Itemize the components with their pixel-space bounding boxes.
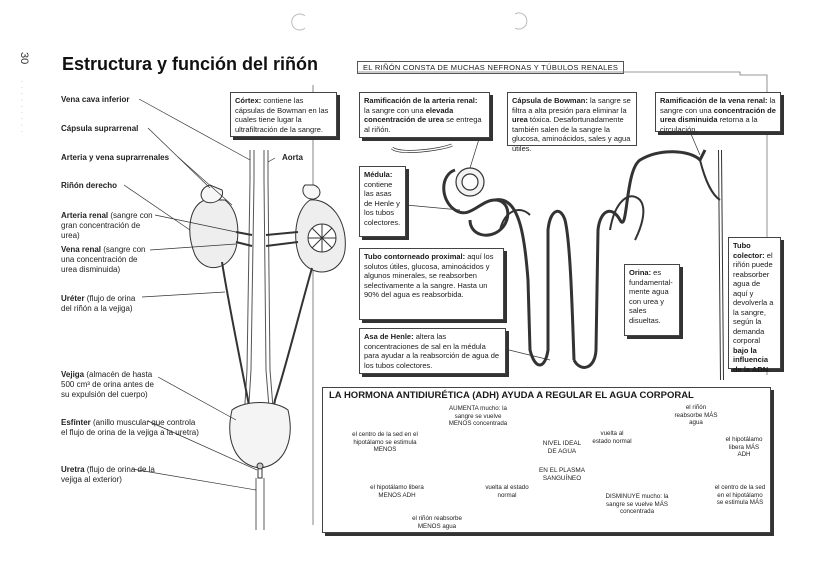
- label-ureter: Uréter (flujo de orina del riñón a la ve…: [61, 294, 136, 313]
- organs-drawing: [189, 150, 346, 530]
- label-vejiga: Vejiga (almacén de hasta 500 cm³ de orin…: [61, 370, 154, 399]
- box-capsula-bowman: Cápsula de Bowman: la sangre se filtra a…: [507, 92, 637, 153]
- leader-lines: [123, 98, 276, 491]
- cycle-right-step-2: el riñón reabsorbe MÁS agua: [674, 404, 718, 426]
- box-cortex: Córtex: contiene las cápsulas de Bowman …: [230, 92, 337, 137]
- label-uretra: Uretra (flujo de orina de la vejiga al e…: [61, 465, 155, 484]
- cycle-left-step-5: vuelta al estado normal: [485, 484, 529, 499]
- cycle-left-step-2: el centro de la sed en el hipotálamo se …: [352, 431, 418, 453]
- label-vena-cava: Vena cava inferior: [61, 95, 130, 104]
- label-aorta: Aorta: [282, 153, 303, 162]
- nephron-tubules: [391, 143, 724, 381]
- box-arteria-ramificacion: Ramificación de la arteria renal: la san…: [359, 92, 490, 138]
- adh-title: LA HORMONA ANTIDIURÉTICA (ADH) AYUDA A R…: [329, 390, 694, 401]
- box-medula: Médula: contiene las asas de Henle y los…: [359, 166, 406, 237]
- box-tubo-colector: Tubo colector: el riñón puede reabsorber…: [728, 237, 781, 374]
- cycle-left-step-3: el hipotálamo libera MENOS ADH: [370, 484, 424, 499]
- nephron-header-band: EL RIÑÓN CONSTA DE MUCHAS NEFRONAS Y TÚB…: [357, 61, 625, 74]
- cycle-right-step-3: el hipotálamo libera MÁS ADH: [725, 436, 763, 458]
- water-level-bottom-label: EN EL PLASMA SANGUÍNEO: [539, 467, 585, 482]
- adh-panel: [322, 387, 771, 533]
- box-orina: Orina: es fundamental- mente agua con ur…: [624, 264, 680, 336]
- label-rinon-derecho: Riñón derecho: [61, 181, 118, 190]
- box-vena-ramificacion: Ramificación de la vena renal: la sangre…: [655, 92, 781, 134]
- page-title: Estructura y función del riñón: [62, 54, 319, 74]
- cycle-right-step-1: vuelta al estado normal: [592, 430, 632, 445]
- binder-hole-left: [291, 13, 306, 31]
- cycle-left-step-1: AUMENTA mucho: la sangre se vuelve MENOS…: [448, 405, 508, 427]
- box-tubo-proximal: Tubo contorneado proximal: aquí los solu…: [359, 248, 504, 320]
- label-vena-renal: Vena renal (sangre con una concentración…: [61, 245, 146, 274]
- binder-hole-right: [514, 12, 528, 30]
- cycle-right-step-4: el centro de la sed en el hipotálamo se …: [714, 484, 766, 506]
- water-level-top-label: NIVEL IDEAL DE AGUA: [542, 440, 582, 455]
- label-capsula-suprarrenal: Cápsula suprarrenal: [61, 124, 139, 133]
- side-margin-text: · · · · · · · · ·: [18, 80, 25, 134]
- page-number: 30: [18, 52, 30, 65]
- cycle-left-step-4: el riñón reabsorbe MENOS agua: [412, 515, 462, 530]
- cycle-right-step-5: DISMINUYE mucho: la sangre se vuelve MÁS…: [605, 493, 669, 515]
- label-arteria-renal: Arteria renal (sangre con gran concentra…: [61, 211, 153, 240]
- label-arteria-vena-suprarrenales: Arteria y vena suprarrenales: [61, 153, 170, 162]
- label-esfinter: Esfínter (anillo muscular que controla e…: [61, 418, 199, 437]
- box-asa-henle: Asa de Henle: altera las concentraciones…: [359, 328, 506, 374]
